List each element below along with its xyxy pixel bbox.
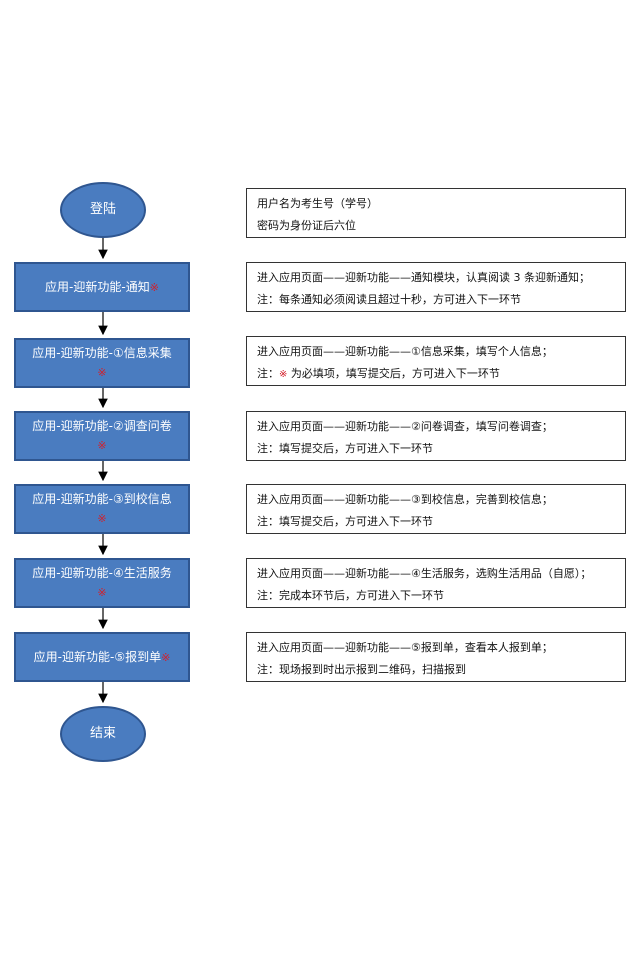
step-arrival-info: 应用-迎新功能-③到校信息 ※ [14,484,190,534]
required-mark: ※ [149,280,159,294]
step-notice: 应用-迎新功能-通知※ [14,262,190,312]
desc-life-service: 进入应用页面——迎新功能——④生活服务，选购生活用品（自愿）； 注：完成本环节后… [246,558,626,608]
desc-arrival-info-line2: 注：填写提交后，方可进入下一环节 [257,515,433,528]
step-report-form-label: 应用-迎新功能-⑤报到单※ [33,649,171,664]
desc-report-form-line1: 进入应用页面——迎新功能——⑤报到单，查看本人报到单； [257,641,553,654]
step-life-service: 应用-迎新功能-④生活服务 ※ [14,558,190,608]
step-info-collection: 应用-迎新功能-①信息采集 ※ [14,338,190,388]
desc-notice-line2: 注：每条通知必须阅读且超过十秒，方可进入下一环节 [257,293,521,306]
required-mark: ※ [97,586,107,599]
desc-login: 用户名为考生号（学号） 密码为身份证后六位 [246,188,626,238]
desc-survey-line2: 注：填写提交后，方可进入下一环节 [257,442,433,455]
desc-arrival-info: 进入应用页面——迎新功能——③到校信息，完善到校信息； 注：填写提交后，方可进入… [246,484,626,534]
desc-info-collection-line2: 注：※ 为必填项，填写提交后，方可进入下一环节 [257,367,500,380]
desc-info-collection-line1: 进入应用页面——迎新功能——①信息采集，填写个人信息； [257,345,553,358]
desc-report-form: 进入应用页面——迎新功能——⑤报到单，查看本人报到单； 注：现场报到时出示报到二… [246,632,626,682]
step-survey-label: 应用-迎新功能-②调查问卷 [32,419,172,433]
required-mark: ※ [161,650,171,664]
start-node-login: 登陆 [60,182,146,238]
required-mark: ※ [279,369,288,380]
desc-survey-line1: 进入应用页面——迎新功能——②问卷调查，填写问卷调查； [257,420,553,433]
end-node-label: 结束 [89,726,116,741]
desc-life-service-line2: 注：完成本环节后，方可进入下一环节 [257,589,444,602]
desc-life-service-line1: 进入应用页面——迎新功能——④生活服务，选购生活用品（自愿）； [257,567,592,580]
desc-notice-line1: 进入应用页面——迎新功能——通知模块，认真阅读 3 条迎新通知； [257,271,590,284]
step-arrival-info-label: 应用-迎新功能-③到校信息 [32,492,172,506]
step-survey: 应用-迎新功能-②调查问卷 ※ [14,411,190,461]
required-mark: ※ [97,439,107,452]
desc-survey: 进入应用页面——迎新功能——②问卷调查，填写问卷调查； 注：填写提交后，方可进入… [246,411,626,461]
required-mark: ※ [97,512,107,525]
desc-login-line1: 用户名为考生号（学号） [257,197,378,210]
step-notice-label: 应用-迎新功能-通知※ [45,279,159,294]
desc-report-form-line2: 注：现场报到时出示报到二维码，扫描报到 [257,663,466,676]
desc-arrival-info-line1: 进入应用页面——迎新功能——③到校信息，完善到校信息； [257,493,553,506]
start-node-label: 登陆 [89,202,116,217]
desc-login-line2: 密码为身份证后六位 [257,219,356,232]
desc-notice: 进入应用页面——迎新功能——通知模块，认真阅读 3 条迎新通知； 注：每条通知必… [246,262,626,312]
step-life-service-label: 应用-迎新功能-④生活服务 [32,566,172,580]
required-mark: ※ [97,366,107,379]
desc-info-collection: 进入应用页面——迎新功能——①信息采集，填写个人信息； 注：※ 为必填项，填写提… [246,336,626,386]
step-report-form: 应用-迎新功能-⑤报到单※ [14,632,190,682]
step-info-collection-label: 应用-迎新功能-①信息采集 [32,346,172,360]
end-node: 结束 [60,706,146,762]
